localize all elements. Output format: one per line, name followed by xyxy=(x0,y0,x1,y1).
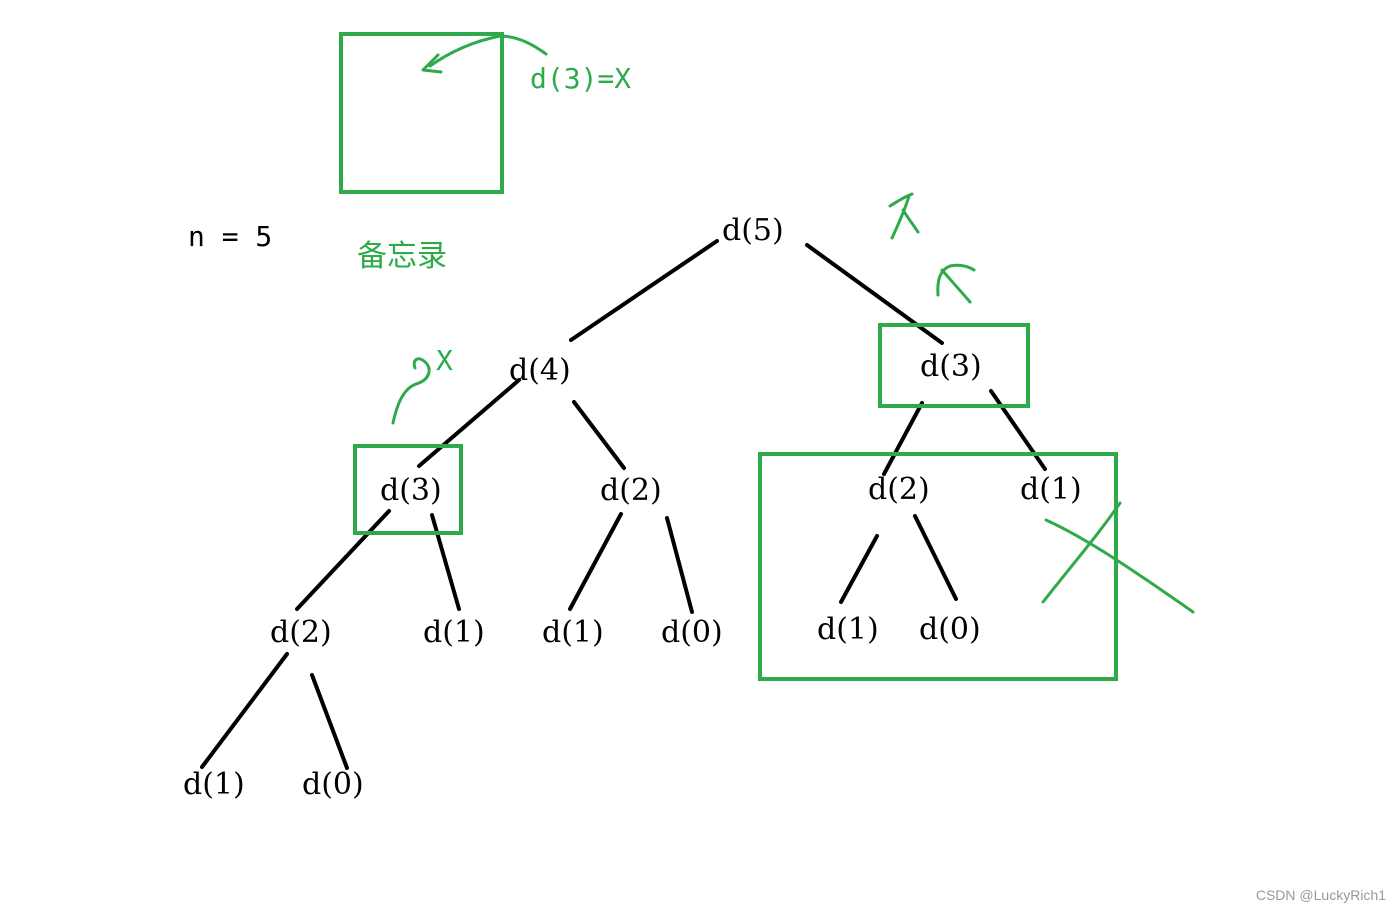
edge-d5-d3 xyxy=(805,243,944,345)
edge-d2-d0 xyxy=(665,516,694,614)
arrow-icon-into-memo xyxy=(428,34,548,68)
watermark: CSDN @LuckyRich1 xyxy=(1255,887,1386,903)
node-d2-right: d(2) xyxy=(868,472,930,507)
edge-d2r-d1 xyxy=(839,534,879,604)
node-d3-right: d(3) xyxy=(920,349,982,384)
memo-note: d(3)=X xyxy=(530,62,631,95)
node-d1-bottom: d(1) xyxy=(183,767,245,802)
node-d0-mid: d(0) xyxy=(661,615,723,650)
node-d5: d(5) xyxy=(722,213,784,248)
tree-nodes: d(5) d(4) d(3) d(3) d(2) d(2) d(1) d(2) … xyxy=(183,213,1082,802)
edge-d2-d1-bottom xyxy=(200,652,289,769)
x-mark-label: X xyxy=(436,344,453,377)
cross-icon-large xyxy=(1041,501,1195,614)
node-d0-box: d(0) xyxy=(919,612,981,647)
edge-d3-d2 xyxy=(295,509,391,611)
annotation-strokes xyxy=(391,34,1195,614)
edge-d4-d2 xyxy=(572,400,626,470)
memo-box xyxy=(339,32,504,194)
arrow-icon-left xyxy=(391,357,431,425)
arrowhead-icon-memo xyxy=(421,53,443,74)
node-d2-left: d(2) xyxy=(270,615,332,650)
highlight-box-d3-left xyxy=(353,444,463,535)
node-d1-box: d(1) xyxy=(817,612,879,647)
highlight-boxes xyxy=(339,32,1118,681)
memo-label: 备忘录 xyxy=(357,239,447,274)
node-d4: d(4) xyxy=(509,353,571,388)
node-d3-left: d(3) xyxy=(380,473,442,508)
node-d1-left: d(1) xyxy=(423,615,485,650)
edge-d4-d3 xyxy=(417,378,521,468)
edge-d5-d4 xyxy=(569,239,719,342)
node-d2-mid: d(2) xyxy=(600,473,662,508)
node-d1-right-top: d(1) xyxy=(1020,472,1082,507)
node-d1-mid: d(1) xyxy=(542,615,604,650)
pruned-subtree-box xyxy=(758,452,1118,681)
node-d0-bottom: d(0) xyxy=(302,767,364,802)
edge-d2-d0-bottom xyxy=(310,673,349,770)
edge-d2-d1 xyxy=(568,512,623,611)
edge-d3r-d1 xyxy=(989,389,1047,471)
cross-icon-top xyxy=(888,192,920,240)
param-n: n = 5 xyxy=(188,220,272,253)
highlight-box-d3-right xyxy=(878,323,1030,408)
edge-d2r-d0 xyxy=(913,514,958,601)
edge-d3r-d2 xyxy=(882,401,924,476)
edge-d3-d1 xyxy=(430,513,461,611)
arrow-icon-right xyxy=(936,263,976,304)
